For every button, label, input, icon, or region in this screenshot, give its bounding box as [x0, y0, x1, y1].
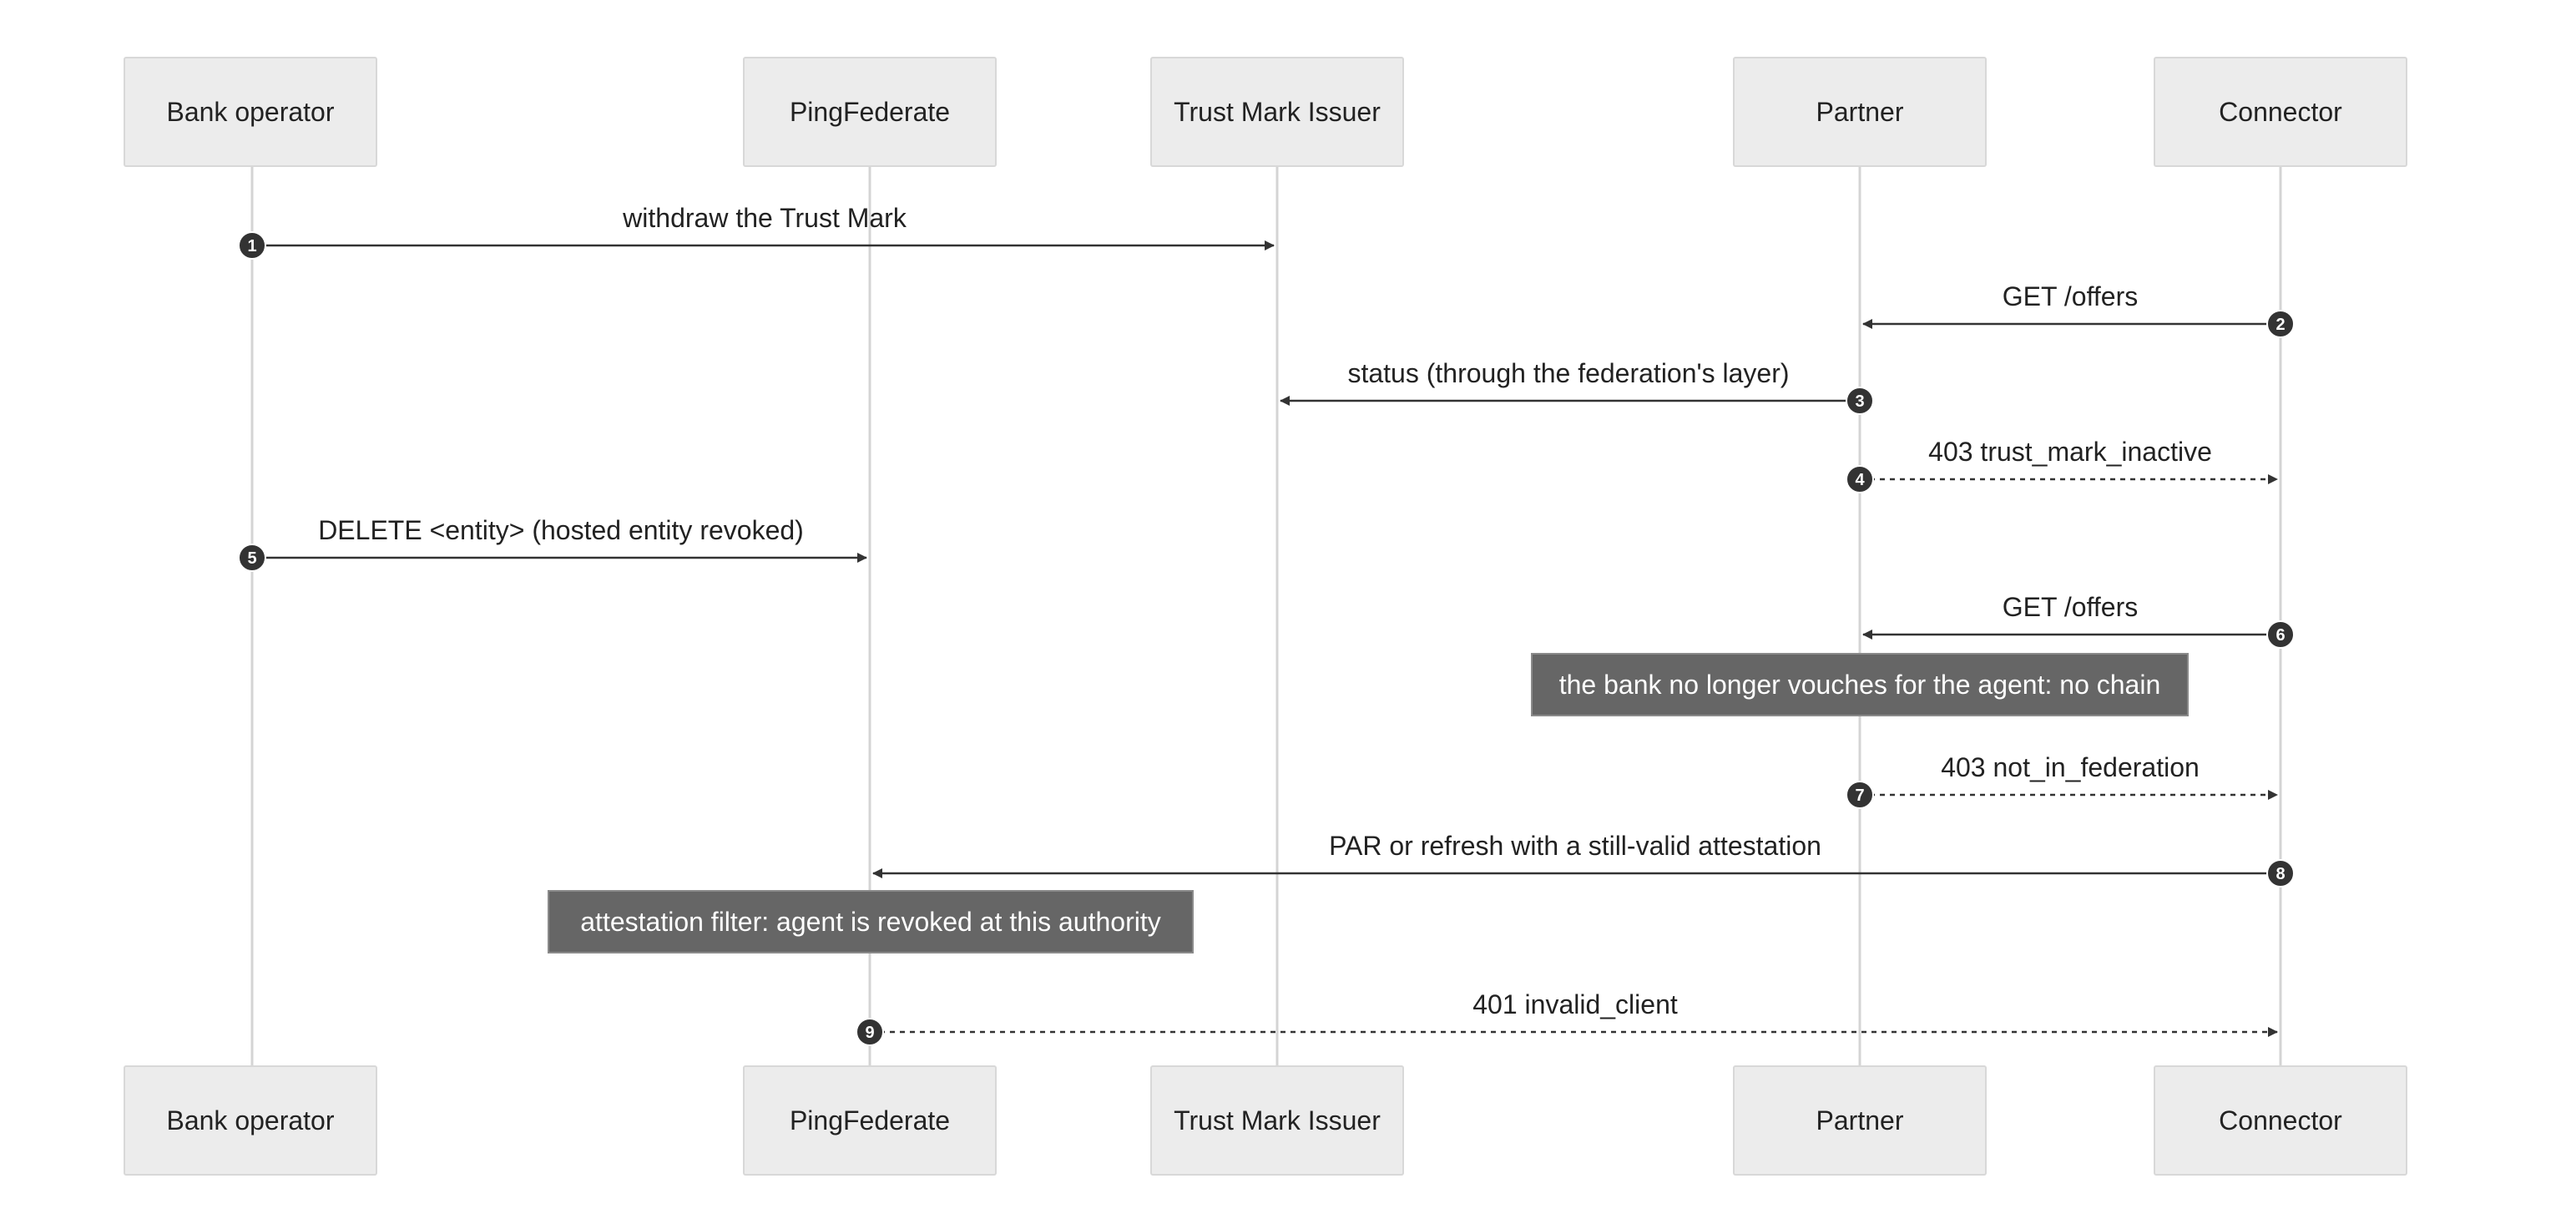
message-2: GET /offers 2	[1862, 281, 2295, 338]
actor-pingfederate-top: PingFederate	[743, 57, 997, 167]
step-badge	[238, 231, 266, 260]
step-number: 1	[247, 237, 256, 255]
step-badge	[1846, 781, 1874, 809]
step-badge	[1846, 465, 1874, 493]
actor-label: Bank operator	[166, 1105, 335, 1135]
note-text: attestation filter: agent is revoked at …	[580, 906, 1161, 937]
actor-label: Connector	[2219, 1105, 2342, 1135]
step-number: 8	[2275, 865, 2285, 883]
step-badge	[238, 544, 266, 572]
message-label: GET /offers	[2003, 592, 2138, 622]
message-label: 403 not_in_federation	[1941, 752, 2200, 782]
actor-connector-top: Connector	[2154, 57, 2407, 167]
step-number: 6	[2275, 626, 2285, 645]
actor-partner-bottom: Partner	[1733, 1065, 1987, 1176]
step-number: 7	[1855, 786, 1864, 805]
actor-label: Trust Mark Issuer	[1174, 96, 1381, 127]
note-no-chain: the bank no longer vouches for the agent…	[1531, 653, 2189, 716]
message-label: withdraw the Trust Mark	[622, 203, 907, 233]
message-label: 401 invalid_client	[1472, 989, 1678, 1019]
actor-trust-mark-issuer-bottom: Trust Mark Issuer	[1150, 1065, 1404, 1176]
actor-label: PingFederate	[789, 1105, 951, 1135]
message-4: 403 trust_mark_inactive 4	[1846, 437, 2278, 493]
actor-partner-top: Partner	[1733, 57, 1987, 167]
actor-label: Trust Mark Issuer	[1174, 1105, 1381, 1135]
actor-label: Partner	[1816, 1105, 1904, 1135]
actor-bank-operator-bottom: Bank operator	[124, 1065, 377, 1176]
step-badge	[2266, 310, 2295, 338]
actor-connector-bottom: Connector	[2154, 1065, 2407, 1176]
actor-pingfederate-bottom: PingFederate	[743, 1065, 997, 1176]
step-badge	[2266, 620, 2295, 649]
step-number: 9	[865, 1024, 874, 1042]
actor-trust-mark-issuer-top: Trust Mark Issuer	[1150, 57, 1404, 167]
message-label: 403 trust_mark_inactive	[1928, 437, 2212, 467]
step-number: 3	[1855, 392, 1864, 411]
step-badge	[1846, 387, 1874, 415]
message-8: PAR or refresh with a still-valid attest…	[872, 831, 2295, 888]
message-label: status (through the federation's layer)	[1347, 358, 1789, 388]
message-7: 403 not_in_federation 7	[1846, 752, 2278, 809]
step-number: 2	[2275, 316, 2285, 334]
note-attestation-filter: attestation filter: agent is revoked at …	[548, 890, 1194, 953]
message-label: DELETE <entity> (hosted entity revoked)	[318, 515, 804, 545]
actor-label: PingFederate	[789, 96, 951, 127]
actor-bank-operator-top: Bank operator	[124, 57, 377, 167]
message-label: PAR or refresh with a still-valid attest…	[1329, 831, 1821, 861]
step-number: 4	[1855, 471, 1865, 489]
actor-label: Bank operator	[166, 96, 335, 127]
message-5: DELETE <entity> (hosted entity revoked) 5	[238, 515, 867, 572]
actor-label: Partner	[1816, 96, 1904, 127]
message-1: withdraw the Trust Mark 1	[238, 203, 1275, 260]
message-9: 401 invalid_client 9	[856, 989, 2278, 1046]
message-6: GET /offers 6	[1862, 592, 2295, 649]
message-3: status (through the federation's layer) 3	[1280, 358, 1874, 415]
step-badge	[2266, 859, 2295, 888]
message-label: GET /offers	[2003, 281, 2138, 311]
note-text: the bank no longer vouches for the agent…	[1558, 669, 2161, 700]
step-badge	[856, 1018, 884, 1046]
step-number: 5	[247, 549, 256, 568]
actor-label: Connector	[2219, 96, 2342, 127]
